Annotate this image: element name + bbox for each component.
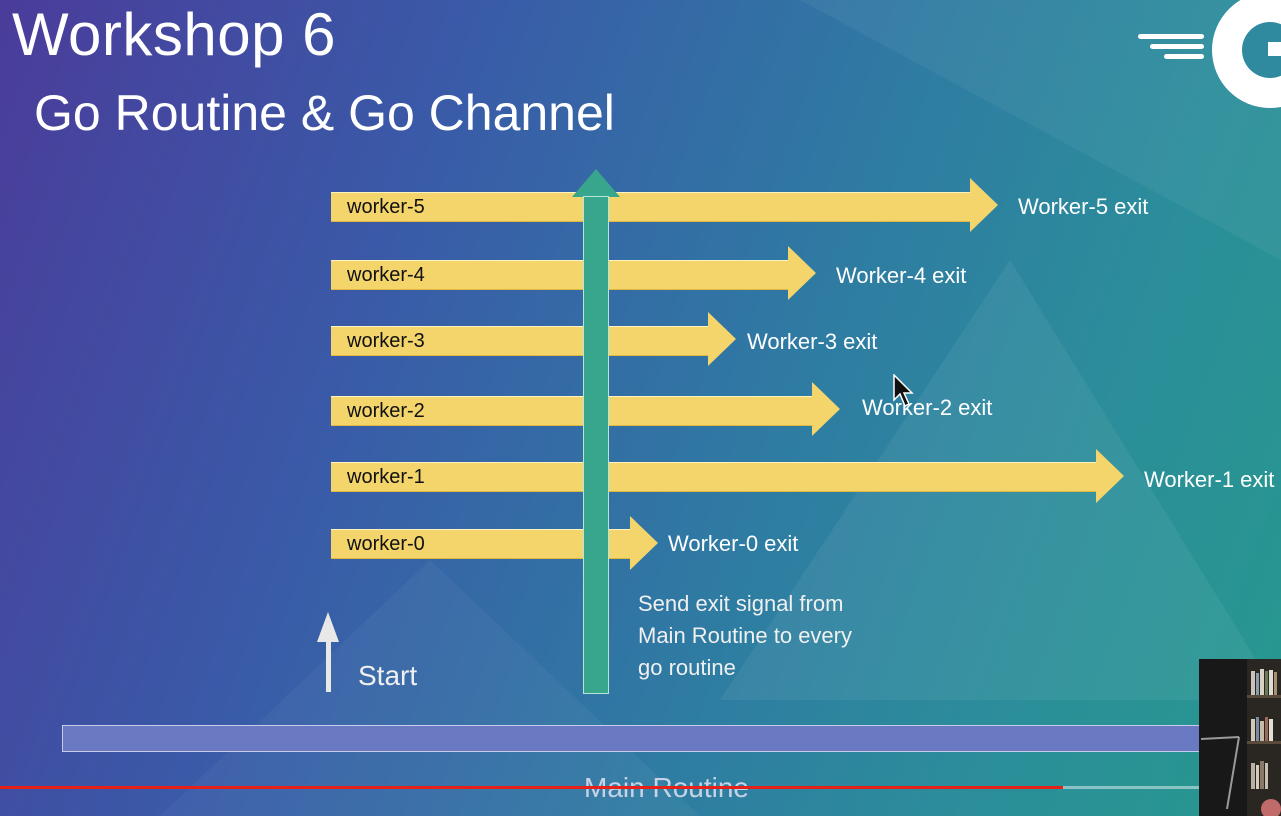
worker-5-arrowhead <box>970 178 998 232</box>
worker-0-exit-label: Worker-0 exit <box>668 531 799 556</box>
worker-1-exit-label: Worker-1 exit <box>1144 467 1275 492</box>
worker-3-bar: worker-3 <box>331 326 709 356</box>
main-routine-bar <box>62 725 1222 752</box>
bookshelf-icon <box>1200 659 1281 816</box>
worker-5-label: worker-5 <box>347 196 425 218</box>
worker-2-arrowhead <box>812 382 840 436</box>
exit-signal-arrow <box>583 196 609 694</box>
worker-3-label: worker-3 <box>347 330 425 352</box>
worker-1-arrowhead <box>1096 449 1124 503</box>
worker-2-label: worker-2 <box>347 400 425 422</box>
webcam-overlay <box>1199 659 1281 816</box>
worker-0-arrowhead <box>630 516 658 570</box>
worker-1-bar: worker-1 <box>331 462 1097 492</box>
video-progress-fill[interactable] <box>0 786 1064 789</box>
worker-2-exit-label: Worker-2 exit <box>862 395 993 420</box>
worker-4-bar: worker-4 <box>331 260 789 290</box>
exit-signal-arrowhead <box>572 169 620 197</box>
signal-line-2: Main Routine to every <box>638 623 852 648</box>
worker-4-label: worker-4 <box>347 264 425 286</box>
worker-2-bar: worker-2 <box>331 396 813 426</box>
start-label: Start <box>358 660 418 691</box>
worker-4-arrowhead <box>788 246 816 300</box>
start-arrowhead <box>317 612 339 642</box>
slide-title: Workshop 6 <box>12 1 337 68</box>
signal-line-1: Send exit signal from <box>638 591 844 616</box>
exit-signal-text: Send exit signal from Main Routine to ev… <box>638 588 852 684</box>
start-arrow <box>326 640 331 692</box>
signal-line-3: go routine <box>638 655 736 680</box>
worker-0-bar: worker-0 <box>331 529 631 559</box>
worker-5-exit-label: Worker-5 exit <box>1018 194 1149 219</box>
slide-subtitle: Go Routine & Go Channel <box>34 85 615 141</box>
mouse-cursor-icon <box>893 374 914 408</box>
worker-4-exit-label: Worker-4 exit <box>836 263 967 288</box>
worker-1-label: worker-1 <box>347 466 425 488</box>
worker-5-bar: worker-5 <box>331 192 971 222</box>
worker-3-arrowhead <box>708 312 736 366</box>
worker-3-exit-label: Worker-3 exit <box>747 329 878 354</box>
worker-0-label: worker-0 <box>347 533 425 555</box>
go-logo-icon <box>1138 0 1281 108</box>
